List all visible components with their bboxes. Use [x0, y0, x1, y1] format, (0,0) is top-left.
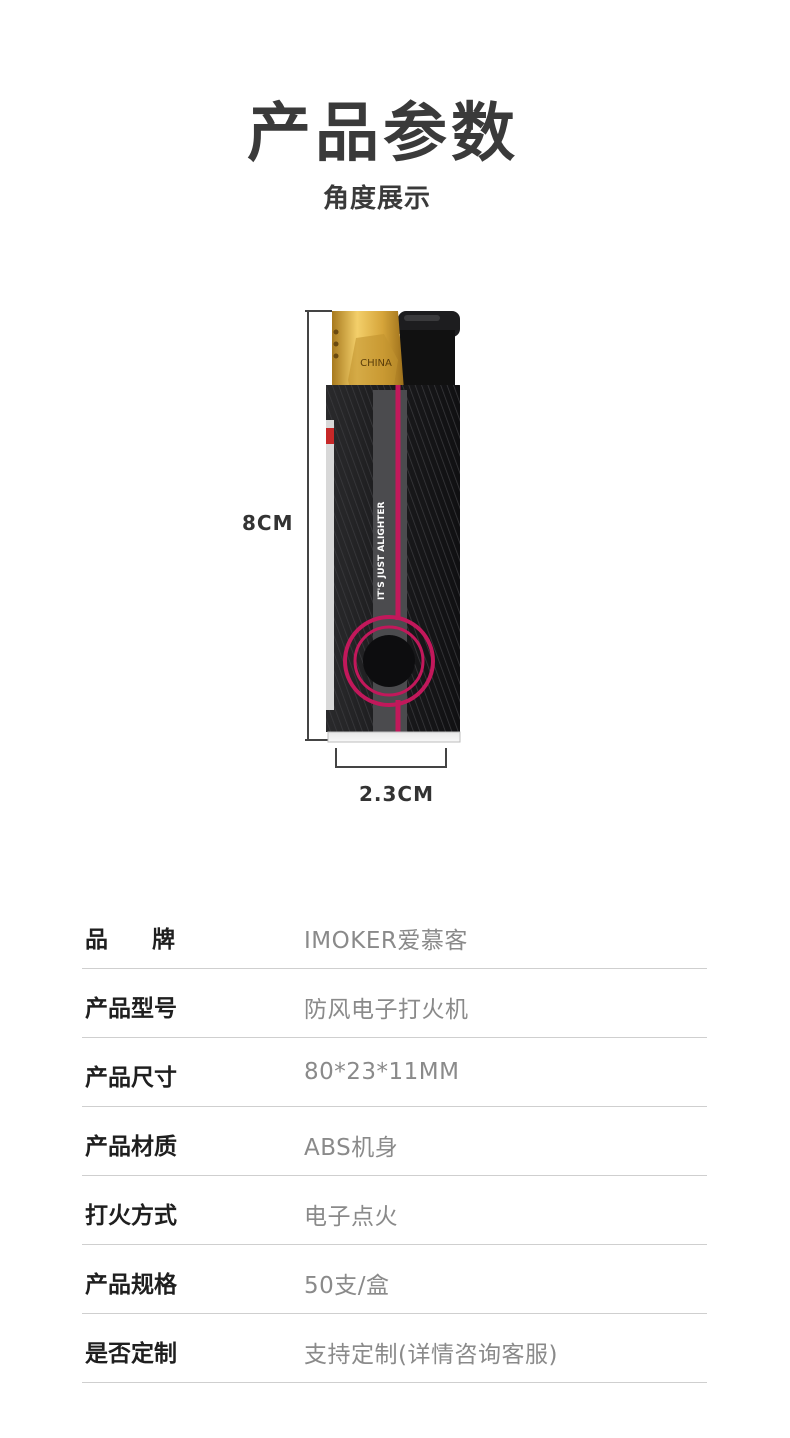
spec-row-model: 产品型号 防风电子打火机: [82, 969, 707, 1038]
spec-value: 电子点火: [304, 1204, 398, 1230]
spec-row-spec: 产品规格 50支/盒: [82, 1245, 707, 1314]
spec-value: IMOKER爱慕客: [304, 928, 468, 954]
spec-value: 支持定制(详情咨询客服): [304, 1342, 558, 1368]
spec-label: 品牌: [85, 927, 219, 953]
spec-row-ignition: 打火方式 电子点火: [82, 1176, 707, 1245]
spec-label: 产品规格: [85, 1272, 177, 1298]
spec-value: 防风电子打火机: [304, 997, 469, 1023]
width-dimension-line: [335, 748, 447, 768]
cap-text: CHINA: [360, 358, 392, 369]
spec-label: 是否定制: [85, 1341, 177, 1367]
height-dimension-label: 8CM: [242, 511, 294, 535]
height-dimension-line: [305, 310, 332, 741]
spec-value: 50支/盒: [304, 1273, 390, 1299]
spec-value: ABS机身: [304, 1135, 399, 1161]
page-subtitle: 角度展示: [322, 184, 431, 214]
spec-row-brand: 品牌 IMOKER爱慕客: [82, 900, 707, 969]
spec-row-material: 产品材质 ABS机身: [82, 1107, 707, 1176]
spec-label: 打火方式: [85, 1203, 177, 1229]
lighter-print-text: IT'S JUST ALIGHTER: [377, 501, 387, 600]
spec-label: 产品材质: [85, 1134, 177, 1160]
spec-value: 80*23*11MM: [304, 1059, 460, 1085]
spec-label: 产品尺寸: [85, 1065, 177, 1091]
width-dimension-label: 2.3CM: [359, 782, 435, 806]
lighter-illustration: CHINA IT'S JUST ALIGHTER: [305, 310, 461, 768]
spec-row-size: 产品尺寸 80*23*11MM: [82, 1038, 707, 1107]
page-title: 产品参数: [247, 97, 519, 171]
spec-label: 产品型号: [85, 996, 177, 1022]
spec-row-custom: 是否定制 支持定制(详情咨询客服): [82, 1314, 707, 1383]
spec-table: 品牌 IMOKER爱慕客 产品型号 防风电子打火机 产品尺寸 80*23*11M…: [82, 900, 707, 1383]
